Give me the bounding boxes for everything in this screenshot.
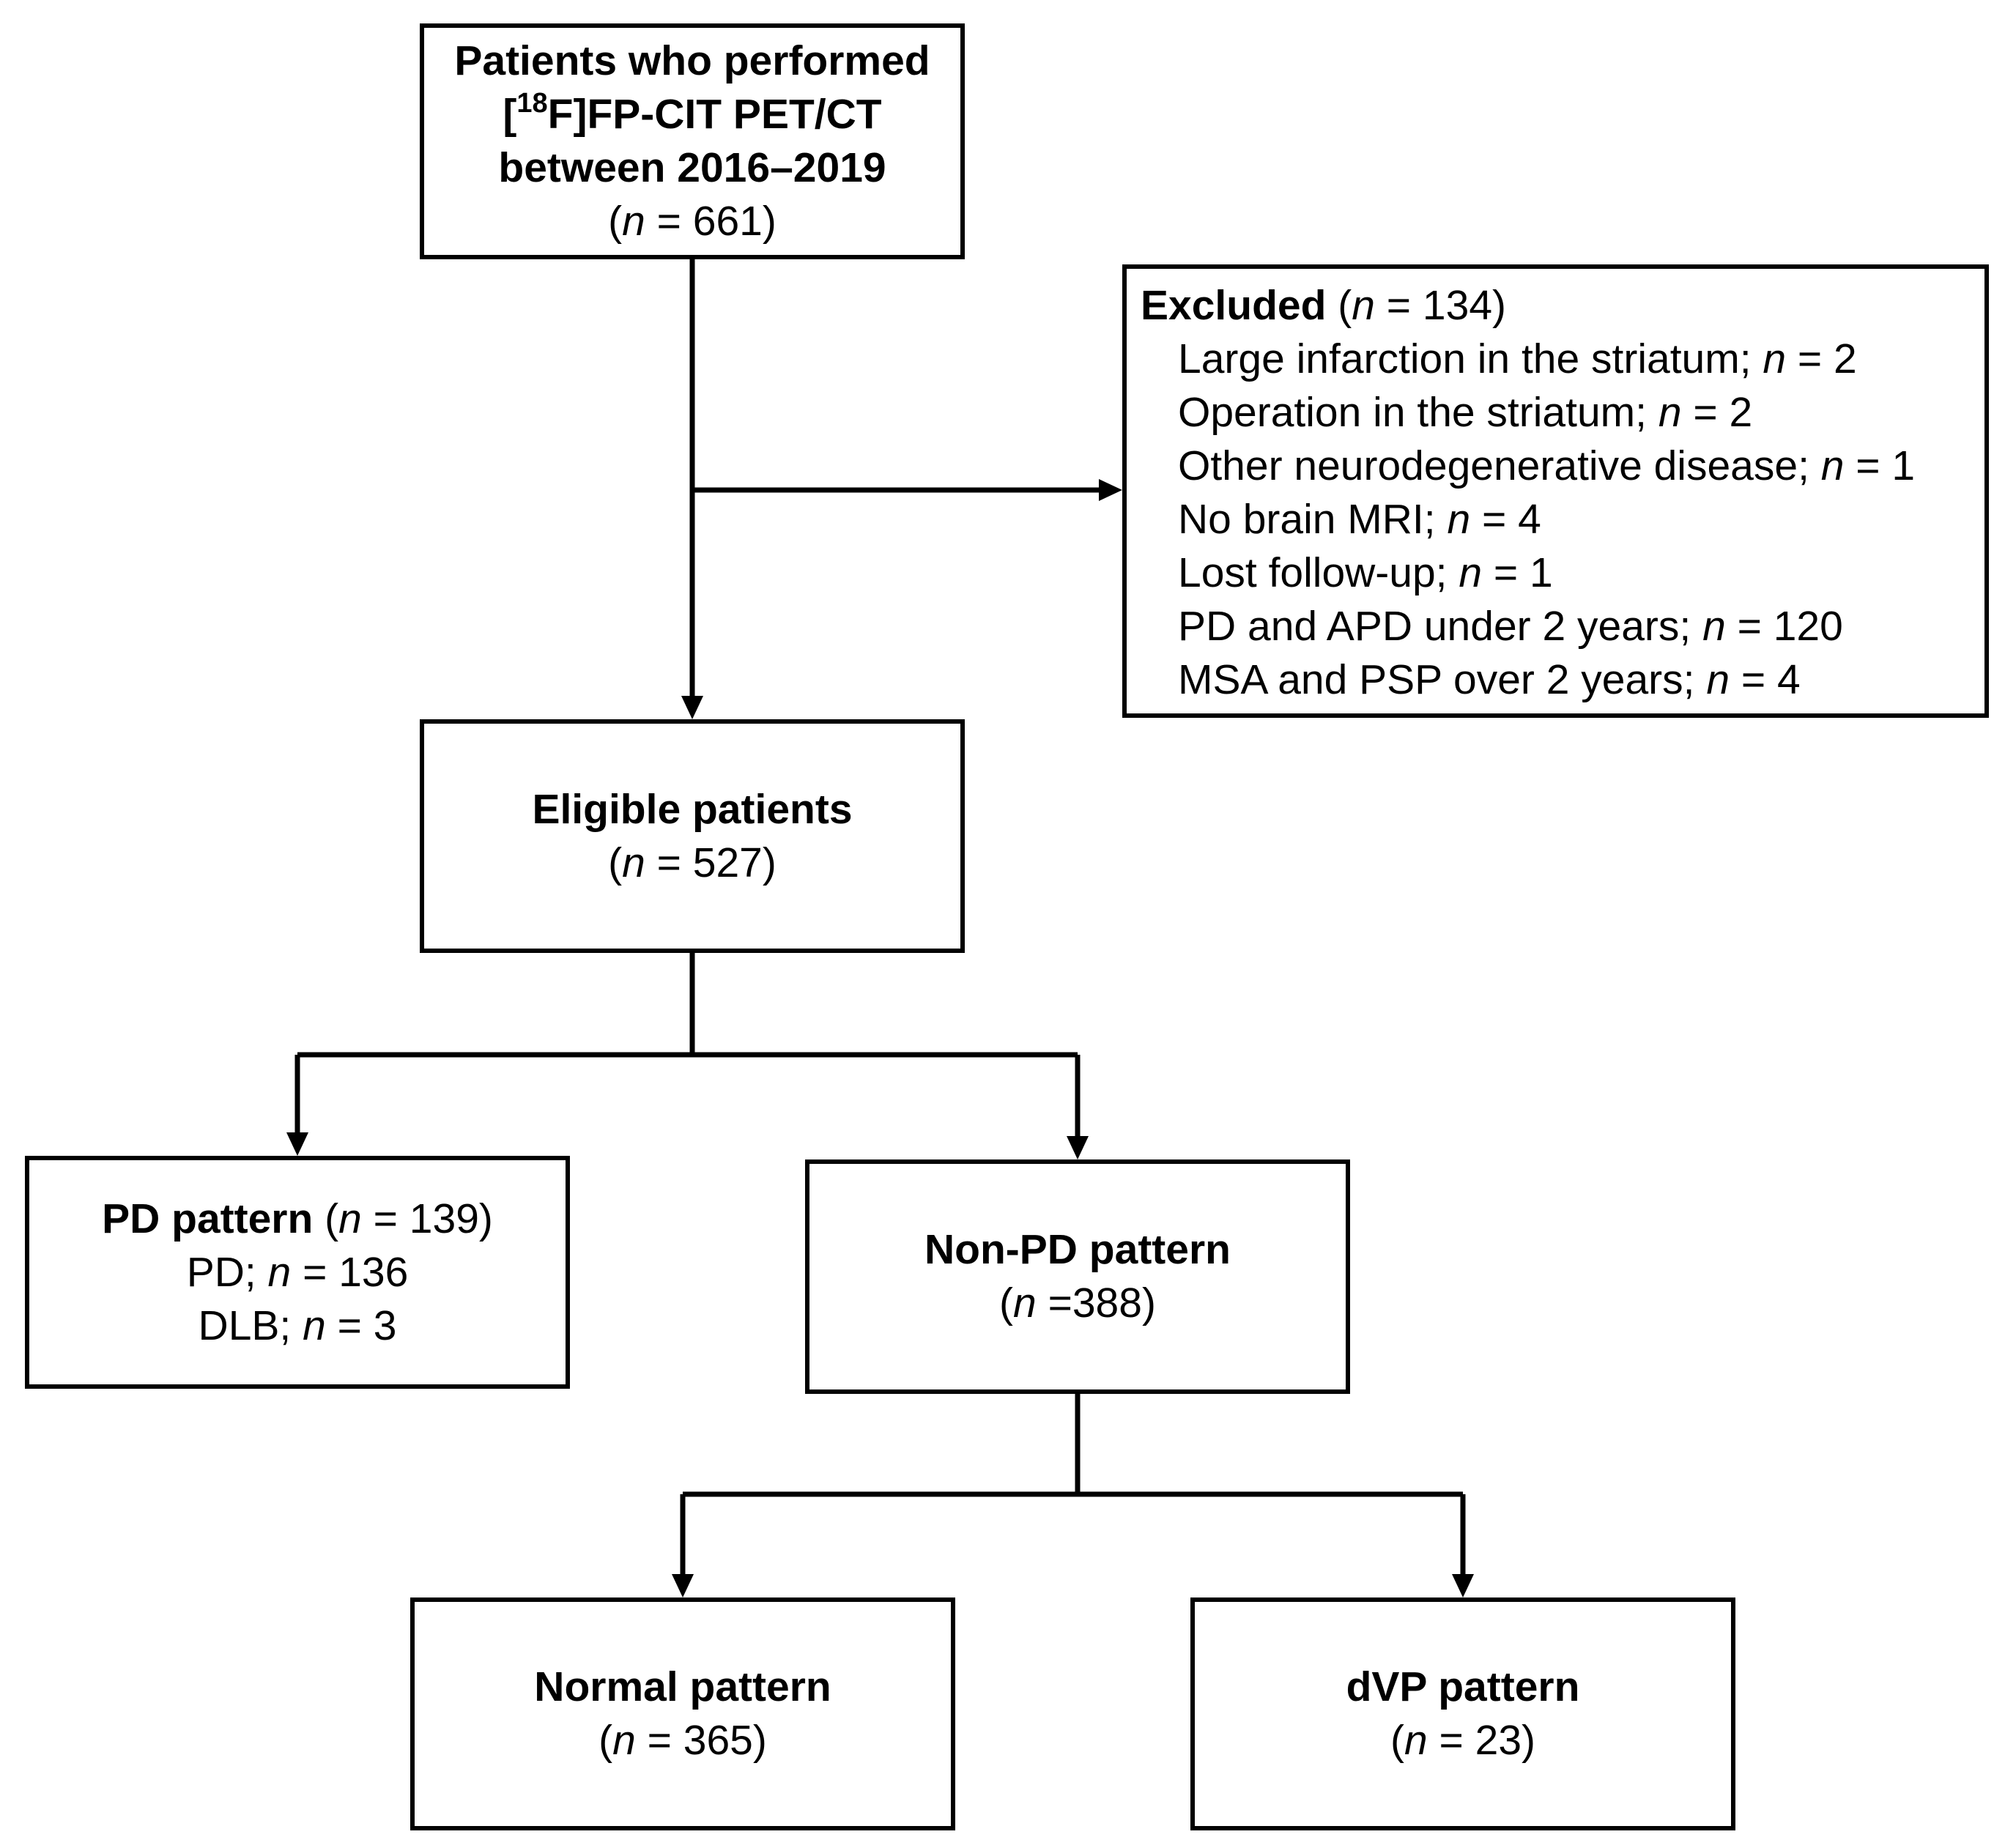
pd-pattern-box: PD pattern (n = 139) PD; n = 136 DLB; n … bbox=[25, 1156, 570, 1389]
start-count-open: ( bbox=[608, 198, 623, 245]
excluded-item-value: = 1 bbox=[1844, 442, 1916, 489]
non-pd-pattern-count: (n =388) bbox=[999, 1277, 1156, 1330]
excluded-item-n: n bbox=[1820, 442, 1845, 489]
arrow-head-eligible bbox=[681, 696, 703, 719]
pd-pattern-item-value: = 3 bbox=[325, 1302, 397, 1349]
dvp-pattern-title: dVP pattern bbox=[1346, 1663, 1580, 1710]
normal-pattern-box: Normal pattern (n = 365) bbox=[410, 1597, 955, 1830]
eligible-count-rest: = 527) bbox=[645, 839, 777, 886]
excluded-item-label: MSA and PSP over 2 years; bbox=[1178, 656, 1707, 703]
pd-pattern-count-open: ( bbox=[313, 1195, 339, 1242]
excluded-item-label: Lost follow-up; bbox=[1178, 549, 1459, 596]
excluded-item-value: = 4 bbox=[1470, 496, 1541, 543]
arrow-head-excluded bbox=[1099, 479, 1122, 501]
excluded-item: MSA and PSP over 2 years; n = 4 bbox=[1178, 653, 1984, 707]
start-line2-prefix: [ bbox=[503, 91, 517, 138]
excluded-item-label: Large infarction in the striatum; bbox=[1178, 335, 1763, 382]
start-box: Patients who performed [18F]FP-CIT PET/C… bbox=[420, 23, 965, 259]
excluded-item: Large infarction in the striatum; n = 2 bbox=[1178, 333, 1984, 386]
non-pd-count-rest: =388) bbox=[1036, 1280, 1156, 1326]
excluded-item: Operation in the striatum; n = 2 bbox=[1178, 386, 1984, 439]
normal-pattern-count: (n = 365) bbox=[598, 1714, 767, 1767]
pd-pattern-item-value: = 136 bbox=[291, 1248, 409, 1296]
excluded-item-n: n bbox=[1658, 389, 1682, 436]
excluded-item-label: No brain MRI; bbox=[1178, 496, 1448, 543]
dvp-pattern-box: dVP pattern (n = 23) bbox=[1190, 1597, 1735, 1830]
non-pd-pattern-title: Non-PD pattern bbox=[924, 1226, 1231, 1273]
eligible-count-n: n bbox=[622, 839, 645, 886]
start-line3: between 2016–2019 bbox=[498, 144, 886, 191]
pd-pattern-item-label: DLB; bbox=[198, 1302, 303, 1349]
excluded-list: Large infarction in the striatum; n = 2 … bbox=[1141, 333, 1984, 707]
arrow-head-normal bbox=[672, 1574, 694, 1597]
excluded-item-value: = 1 bbox=[1482, 549, 1553, 596]
excluded-item-n: n bbox=[1763, 335, 1787, 382]
excluded-header: Excluded (n = 134) bbox=[1141, 279, 1984, 333]
arrow-head-nonpd bbox=[1067, 1136, 1089, 1159]
non-pd-pattern-box: Non-PD pattern (n =388) bbox=[805, 1159, 1350, 1394]
eligible-box: Eligible patients (n = 527) bbox=[420, 719, 965, 953]
arrow-head-pd bbox=[286, 1132, 308, 1156]
excluded-item-value: = 4 bbox=[1730, 656, 1801, 703]
normal-pattern-title: Normal pattern bbox=[534, 1663, 831, 1710]
excluded-item-label: Other neurodegenerative disease; bbox=[1178, 442, 1821, 489]
non-pd-count-n: n bbox=[1013, 1280, 1037, 1326]
dvp-pattern-count: (n = 23) bbox=[1390, 1714, 1535, 1767]
pd-pattern-item-label: PD; bbox=[186, 1248, 268, 1296]
excluded-item: PD and APD under 2 years; n = 120 bbox=[1178, 600, 1984, 653]
excluded-item-label: Operation in the striatum; bbox=[1178, 389, 1659, 436]
pd-pattern-item-n: n bbox=[267, 1248, 292, 1296]
start-count: (n = 661) bbox=[608, 195, 777, 248]
excluded-item-value: = 2 bbox=[1681, 389, 1753, 436]
excluded-item-n: n bbox=[1459, 549, 1483, 596]
excluded-item: No brain MRI; n = 4 bbox=[1178, 493, 1984, 546]
pd-pattern-item-n: n bbox=[303, 1302, 326, 1349]
non-pd-count-open: ( bbox=[999, 1280, 1014, 1326]
excluded-item-n: n bbox=[1702, 603, 1726, 650]
start-line2-sup: 18 bbox=[516, 88, 548, 119]
start-count-n: n bbox=[622, 198, 645, 245]
excluded-item: Lost follow-up; n = 1 bbox=[1178, 546, 1984, 600]
start-line2-rest: F]FP-CIT PET/CT bbox=[547, 91, 882, 138]
excluded-item: Other neurodegenerative disease; n = 1 bbox=[1178, 439, 1984, 493]
excluded-item-value: = 2 bbox=[1786, 335, 1857, 382]
excluded-item-n: n bbox=[1447, 496, 1471, 543]
normal-count-open: ( bbox=[598, 1717, 613, 1764]
eligible-title: Eligible patients bbox=[532, 785, 853, 833]
pd-pattern-item: DLB; n = 3 bbox=[199, 1299, 397, 1353]
dvp-count-rest: = 23) bbox=[1427, 1717, 1536, 1764]
pd-pattern-count-n: n bbox=[338, 1195, 362, 1242]
excluded-item-label: PD and APD under 2 years; bbox=[1178, 603, 1703, 650]
pd-pattern-title: PD pattern bbox=[102, 1195, 314, 1242]
excluded-item-n: n bbox=[1706, 656, 1730, 703]
normal-count-rest: = 365) bbox=[635, 1717, 767, 1764]
pd-pattern-item: PD; n = 136 bbox=[187, 1246, 409, 1299]
dvp-count-open: ( bbox=[1390, 1717, 1404, 1764]
eligible-count: (n = 527) bbox=[608, 836, 777, 890]
excluded-count-n: n bbox=[1352, 282, 1375, 329]
normal-count-n: n bbox=[612, 1717, 636, 1764]
pd-pattern-header: PD pattern (n = 139) bbox=[102, 1192, 493, 1246]
excluded-box: Excluded (n = 134) Large infarction in t… bbox=[1122, 264, 1989, 718]
pd-pattern-count-rest: = 139) bbox=[361, 1195, 493, 1242]
excluded-item-value: = 120 bbox=[1725, 603, 1843, 650]
start-line2: [18F]FP-CIT PET/CT bbox=[503, 88, 881, 141]
dvp-count-n: n bbox=[1404, 1717, 1428, 1764]
excluded-title: Excluded bbox=[1141, 282, 1327, 329]
excluded-count-rest: = 134) bbox=[1374, 282, 1506, 329]
excluded-count-open: ( bbox=[1326, 282, 1352, 329]
arrow-head-dvp bbox=[1452, 1574, 1474, 1597]
start-line1: Patients who performed bbox=[454, 37, 930, 84]
eligible-count-open: ( bbox=[608, 839, 623, 886]
start-count-rest: = 661) bbox=[645, 198, 777, 245]
